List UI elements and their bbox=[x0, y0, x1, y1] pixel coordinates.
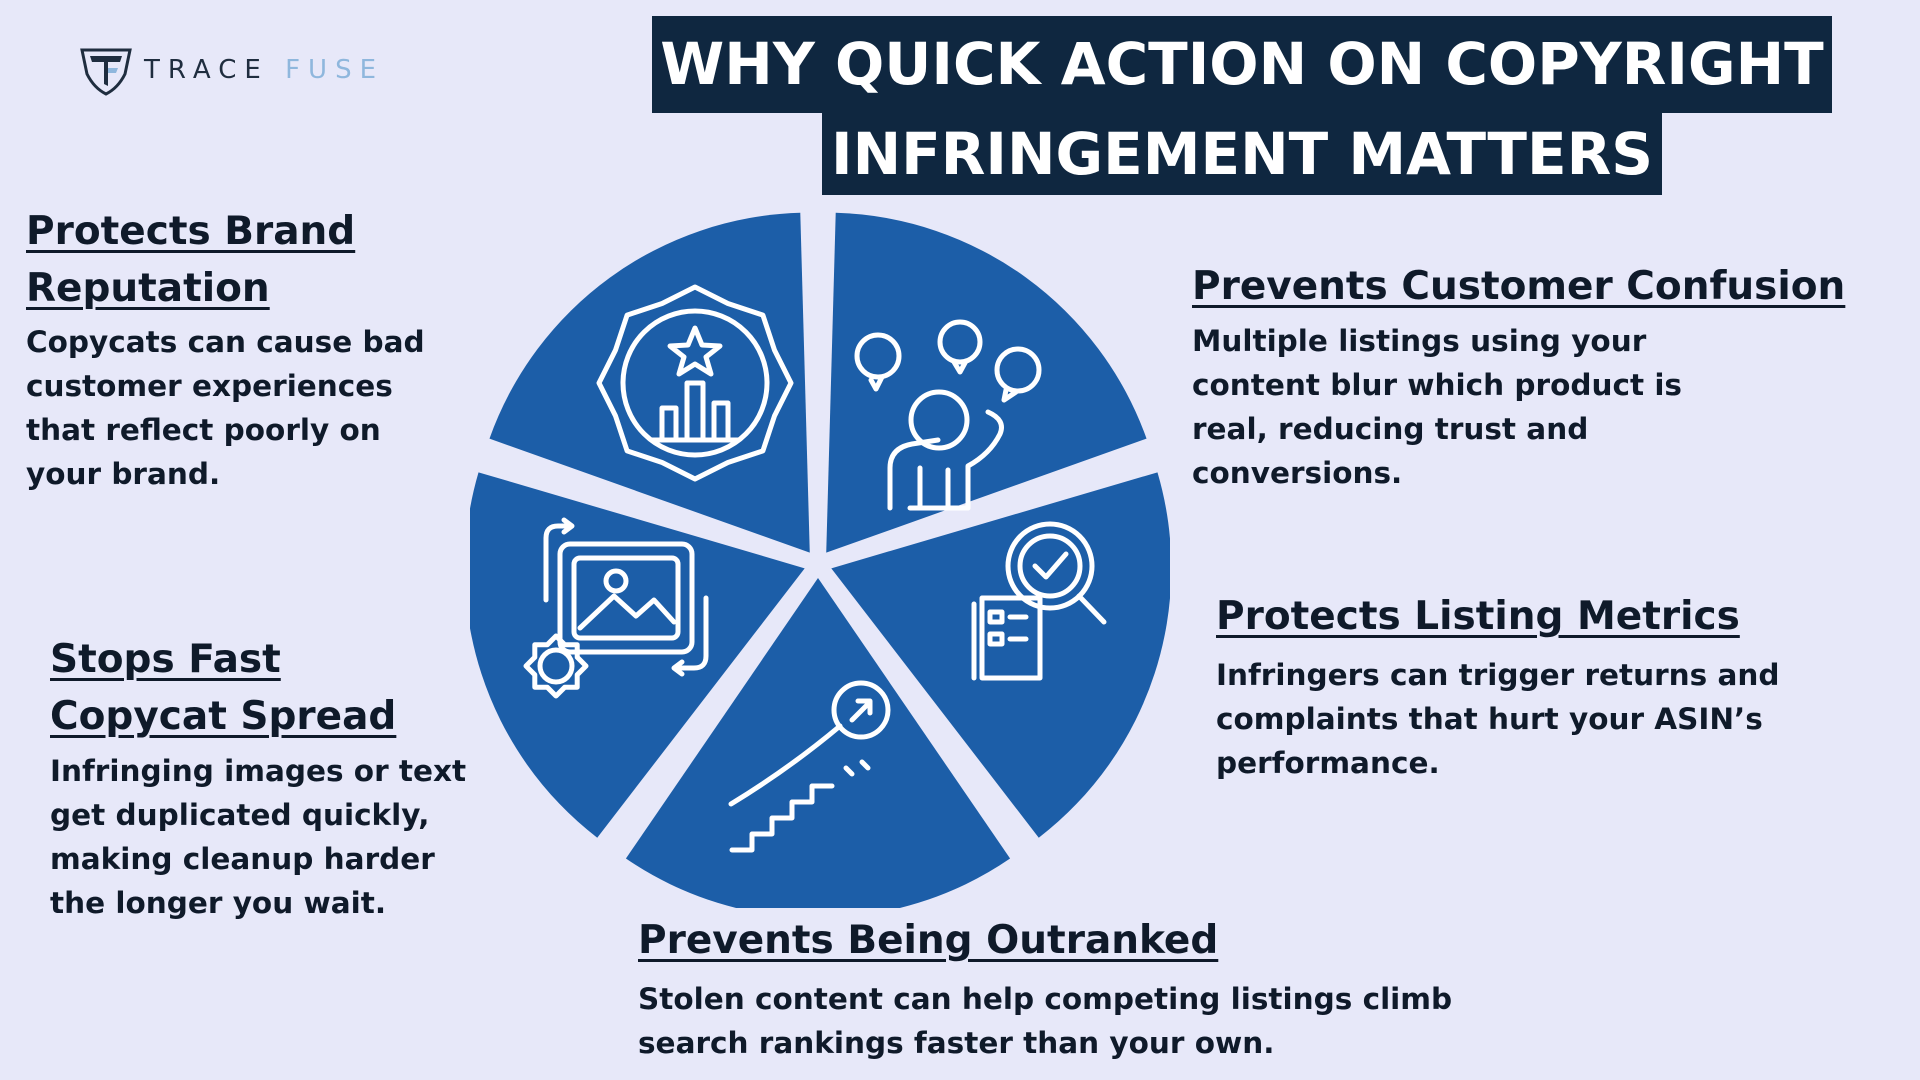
heading-line-2: Reputation bbox=[26, 266, 270, 311]
section-heading: Prevents Customer Confusion bbox=[1192, 264, 1846, 309]
page-title-line-2: INFRINGEMENT MATTERS bbox=[822, 113, 1662, 195]
section-brand-reputation: Protects Brand Reputation Copycats can c… bbox=[26, 203, 446, 496]
heading-line-1: Stops Fast bbox=[50, 637, 281, 682]
section-outranked: Prevents Being Outranked Stolen content … bbox=[638, 912, 1538, 1065]
section-listing-metrics: Protects Listing Metrics Infringers can … bbox=[1216, 588, 1836, 785]
image-sync-icon bbox=[523, 517, 709, 699]
section-heading: Protects Listing Metrics bbox=[1216, 594, 1740, 639]
section-customer-confusion: Prevents Customer Confusion Multiple lis… bbox=[1192, 258, 1892, 495]
segment-listing-metrics bbox=[831, 472, 1170, 838]
segment-brand-reputation bbox=[489, 212, 810, 553]
heading-line-1: Protects Brand bbox=[26, 209, 356, 254]
segment-copycat-spread bbox=[470, 472, 805, 838]
segment-customer-confusion bbox=[826, 212, 1147, 553]
tracefuse-logo: TRACE FUSE bbox=[78, 44, 384, 96]
benefits-wheel bbox=[470, 212, 1170, 908]
section-body: Infringers can trigger returns and compl… bbox=[1216, 658, 1780, 780]
section-heading: Stops Fast Copycat Spread bbox=[50, 631, 480, 745]
ranking-stairs-icon bbox=[728, 680, 891, 853]
award-badge-icon bbox=[596, 284, 794, 482]
logo-text-trace: TRACE bbox=[144, 55, 269, 85]
page-title-line-1: WHY QUICK ACTION ON COPYRIGHT bbox=[652, 16, 1832, 113]
heading-line-2: Copycat Spread bbox=[50, 694, 397, 739]
section-heading: Prevents Being Outranked bbox=[638, 918, 1219, 963]
logo-text-fuse: FUSE bbox=[285, 55, 384, 85]
search-checklist-icon bbox=[971, 521, 1107, 681]
wheel-segments bbox=[470, 212, 1170, 908]
section-body: Infringing images or text get duplicated… bbox=[50, 754, 467, 920]
logo-wordmark: TRACE FUSE bbox=[144, 55, 384, 85]
section-body: Multiple listings using your content blu… bbox=[1192, 324, 1682, 490]
section-body: Copycats can cause bad customer experien… bbox=[26, 325, 425, 491]
shield-logo-icon bbox=[80, 48, 132, 96]
confused-person-icon bbox=[854, 319, 1042, 511]
section-copycat-spread: Stops Fast Copycat Spread Infringing ima… bbox=[50, 631, 480, 925]
section-body: Stolen content can help competing listin… bbox=[638, 982, 1453, 1060]
section-heading: Protects Brand Reputation bbox=[26, 203, 446, 317]
